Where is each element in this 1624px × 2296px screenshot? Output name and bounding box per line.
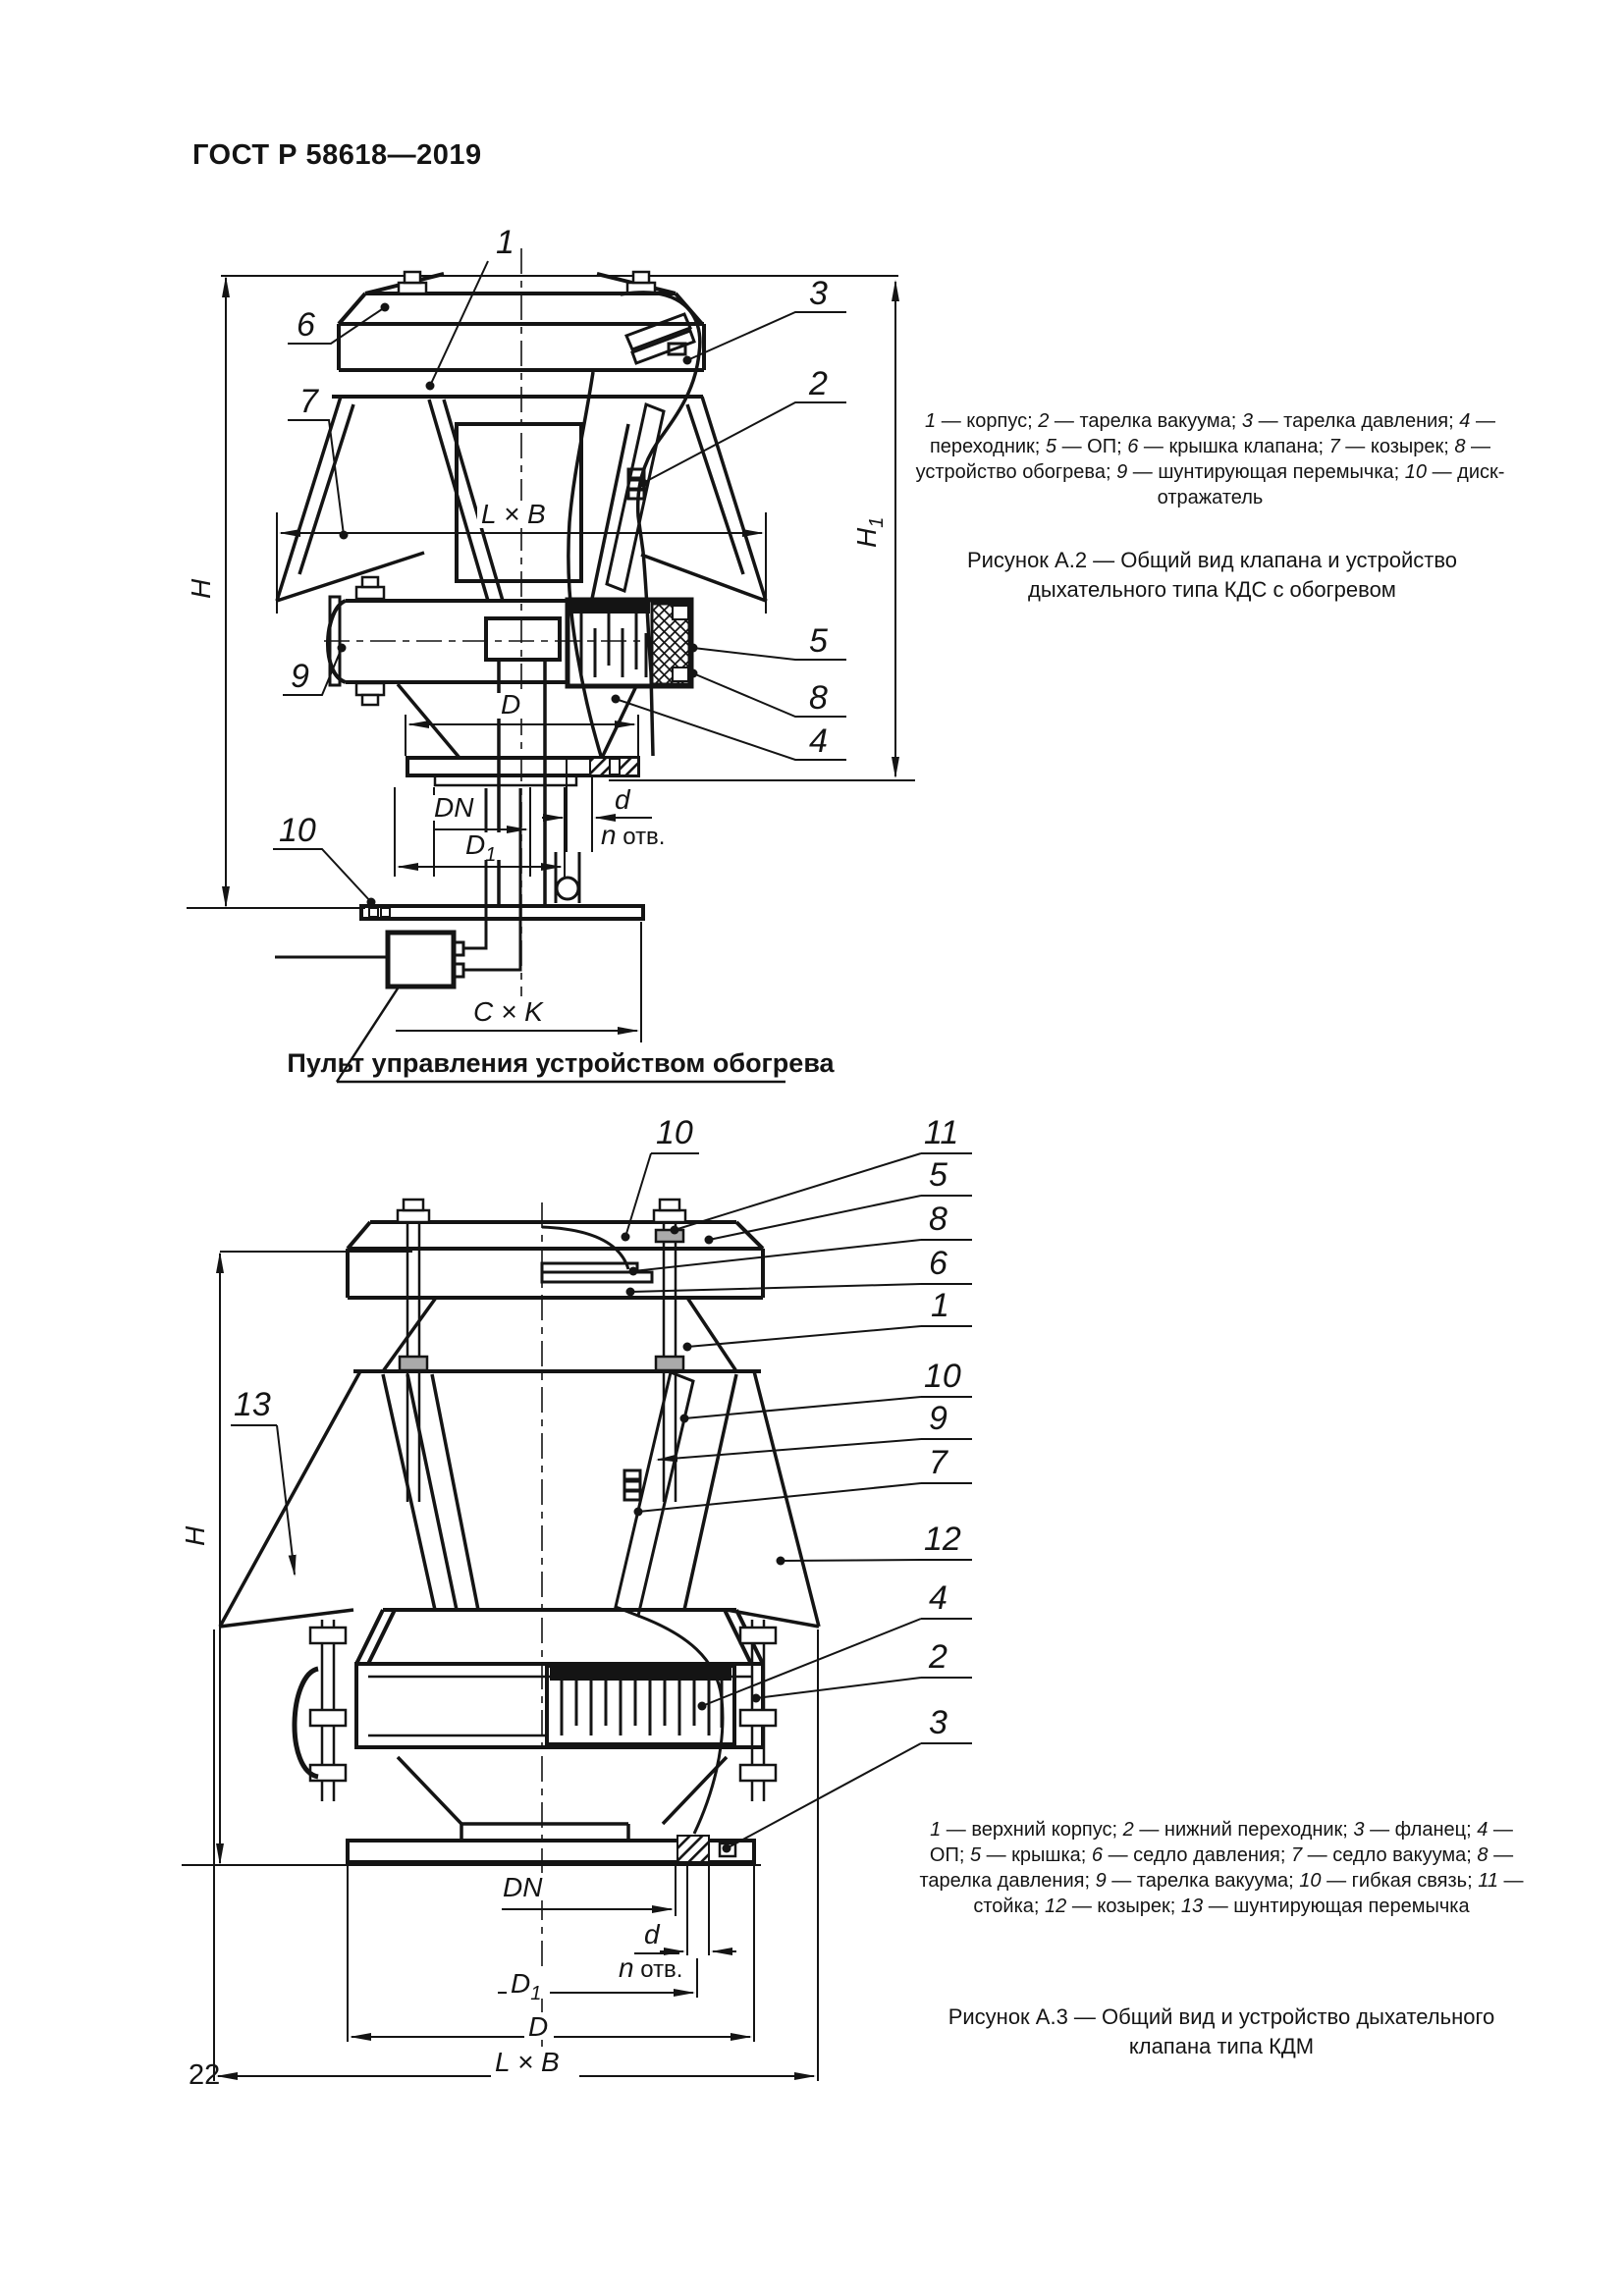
- vacuum-plate-a3: [614, 1369, 725, 1835]
- dim-LxB-a2: L × B: [481, 499, 546, 529]
- figure-a2-legend: 1 — корпус; 2 — тарелка вакуума; 3 — тар…: [915, 410, 1505, 508]
- pressure-plate-a2: [624, 312, 696, 365]
- callout-7-a2: 7: [299, 383, 319, 420]
- dim-H1-a2: H1: [851, 517, 888, 548]
- dim-d-a3: d: [644, 1919, 661, 1949]
- callout-5-a3: 5: [929, 1156, 947, 1194]
- dim-D1-a3: D1: [511, 1968, 541, 2004]
- callout-1-a2: 1: [496, 224, 514, 261]
- callout-5-a2: 5: [809, 622, 828, 660]
- dim-CxK-a2: C × K: [473, 996, 544, 1027]
- control-box: [275, 788, 522, 989]
- callout-10b-a3: 10: [924, 1358, 961, 1395]
- callout-2-a3: 2: [928, 1638, 947, 1676]
- dim-D-a3: D: [528, 2011, 548, 2042]
- page-number: 22: [189, 2059, 221, 2091]
- vacuum-plate-a2: [605, 401, 666, 594]
- callout-6-a2: 6: [297, 306, 315, 344]
- figure-a3-legend: 1 — верхний корпус; 2 — нижний переходни…: [919, 1819, 1524, 1917]
- callout-12-a3: 12: [924, 1521, 961, 1558]
- dim-DN-a3: DN: [503, 1872, 543, 1902]
- callout-7-a3: 7: [929, 1444, 948, 1481]
- dim-D1-a2: D1: [465, 829, 496, 866]
- leader-dots-a3: [621, 1225, 785, 1853]
- dim-n-otv-a2: n отв.: [601, 820, 665, 850]
- figure-a3-drawing: 10 11 5 8 6 1 10 9 7 12 4 2 3 13 H DN d …: [180, 1114, 972, 2081]
- plate-assembly-a3: [540, 1225, 654, 1284]
- callout-4-a2: 4: [809, 722, 828, 760]
- callout-9-a3: 9: [929, 1400, 947, 1437]
- figure-a2-caption: Рисунок А.2 — Общий вид клапана и устрой…: [966, 548, 1458, 602]
- callout-leaders-a3: [231, 1152, 972, 1849]
- figure-a3-caption: Рисунок А.3 — Общий вид и устройство дых…: [947, 2004, 1495, 2058]
- dim-H-a2: H: [186, 578, 216, 599]
- callout-10-a2: 10: [279, 812, 316, 849]
- dim-d-a2: d: [615, 784, 631, 815]
- dim-DN-a2: DN: [434, 792, 474, 823]
- callout-9-a2: 9: [291, 658, 309, 695]
- heater-device: [565, 597, 694, 689]
- callout-10a-a3: 10: [656, 1114, 693, 1151]
- callout-8-a3: 8: [929, 1201, 947, 1238]
- callout-13-a3: 13: [234, 1386, 271, 1423]
- callout-leaders-a2: [273, 260, 846, 903]
- dim-LxB-a3: L × B: [495, 2047, 560, 2077]
- callout-8-a2: 8: [809, 679, 828, 717]
- flame-arrester-a3: [545, 1664, 736, 1746]
- figure-a2-drawing: 1 6 7 9 10 3 2 5 8 4 H H1 L × B D DN D1 …: [186, 224, 915, 1084]
- callout-6-a3: 6: [929, 1245, 947, 1282]
- callout-3-a3: 3: [929, 1704, 947, 1741]
- dim-D-a2: D: [501, 689, 520, 720]
- document-header: ГОСТ Р 58618—2019: [192, 139, 482, 171]
- callout-3-a2: 3: [809, 275, 828, 312]
- dim-n-otv-a3: n отв.: [619, 1952, 682, 1983]
- callout-2-a2: 2: [808, 365, 828, 402]
- callout-11-a3: 11: [924, 1114, 958, 1151]
- heating-control-note: Пульт управления устройством обогрева: [287, 1048, 835, 1078]
- leader-dots-a2: [337, 302, 698, 907]
- callout-1-a3: 1: [931, 1287, 949, 1324]
- callout-4-a3: 4: [929, 1579, 947, 1617]
- dim-H-a3: H: [180, 1525, 210, 1546]
